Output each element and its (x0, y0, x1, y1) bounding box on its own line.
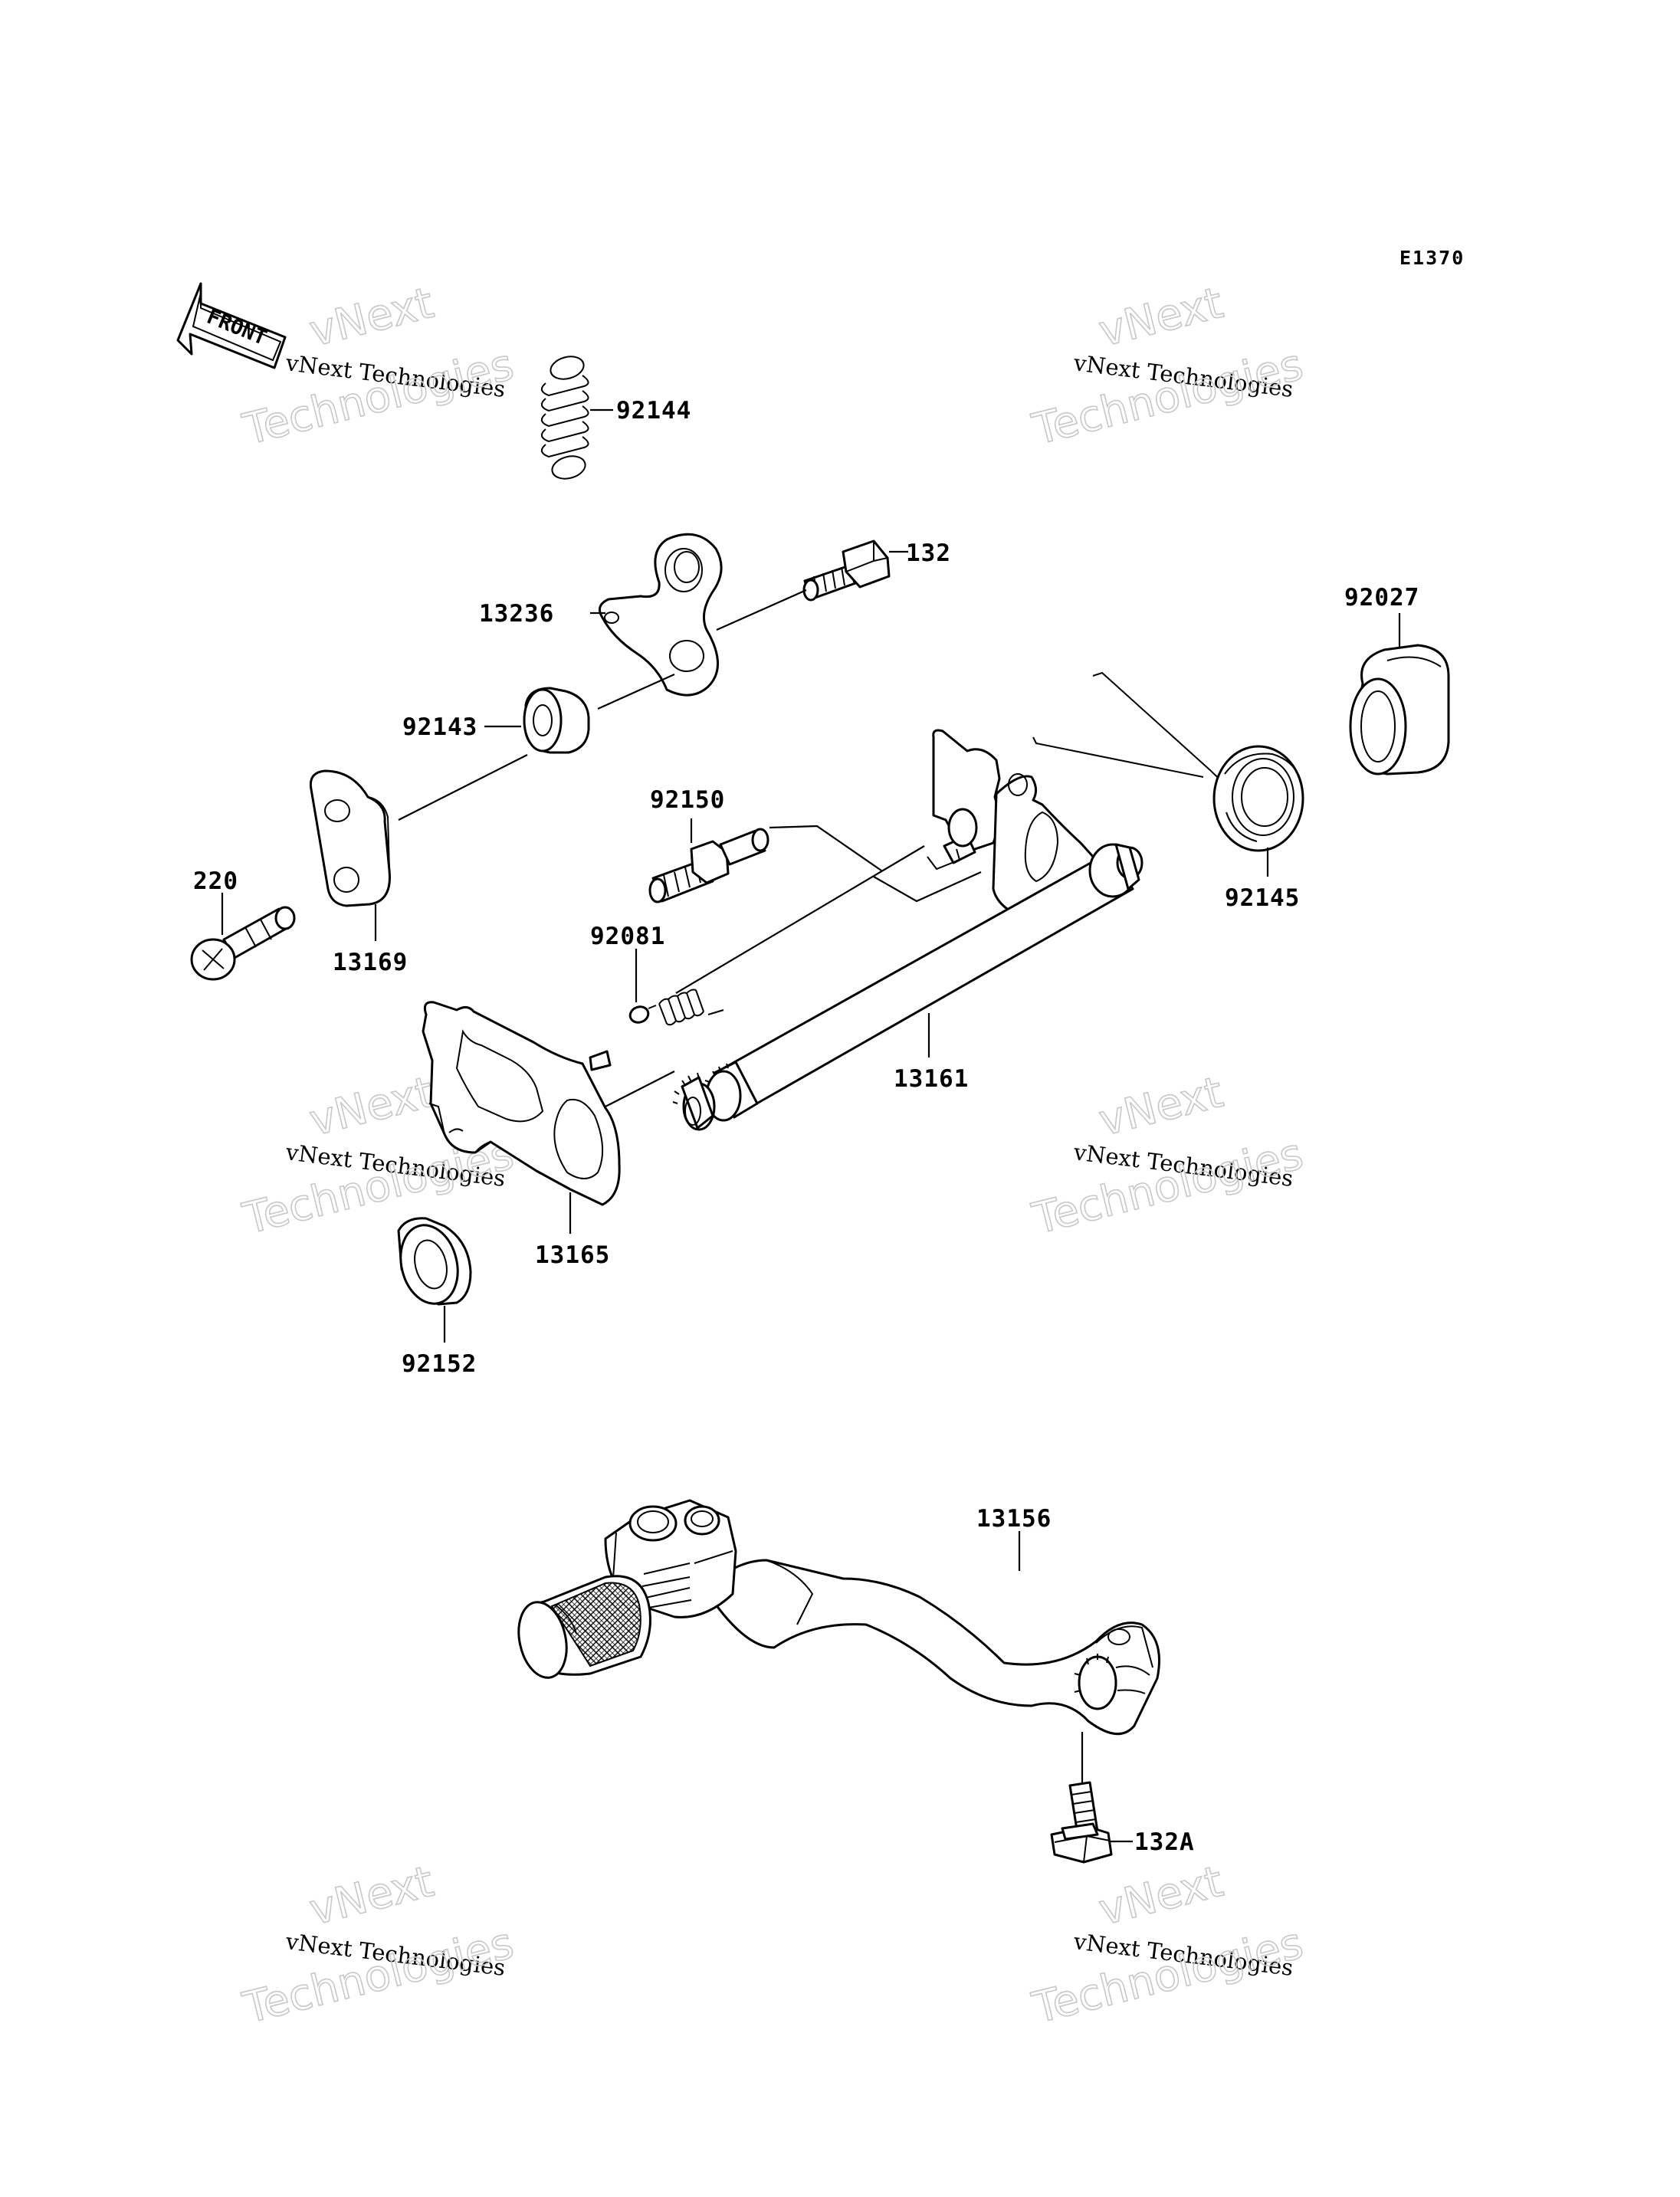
callout-92152: 92152 (402, 1350, 477, 1378)
watermark-line1: vNext (1094, 1067, 1228, 1146)
callout-13236: 13236 (479, 600, 554, 628)
diagram-code: E1370 (1399, 247, 1465, 269)
part-92150-pin (648, 828, 769, 903)
watermark-line1: vNext (1094, 278, 1228, 357)
watermark-bottom-left: vNext vNext Technologies Technologies (238, 1856, 519, 2034)
watermark-line1: vNext (1094, 1857, 1228, 1936)
callout-220: 220 (193, 867, 238, 895)
part-13161-shaft (672, 729, 1144, 1131)
watermark-line3: Technologies (1028, 1129, 1308, 1244)
callout-132: 132 (906, 539, 951, 567)
part-13169-plate (309, 769, 391, 907)
watermark-bottom-right: vNext vNext Technologies Technologies (1027, 1856, 1308, 2034)
part-220-screw (190, 906, 296, 981)
part-92144-spring (540, 356, 589, 480)
callout-132A: 132A (1134, 1828, 1195, 1856)
watermark-line3: Technologies (238, 1918, 519, 2033)
callout-13161: 13161 (894, 1065, 969, 1093)
callout-13169: 13169 (333, 949, 408, 976)
callout-92144: 92144 (616, 397, 691, 425)
watermark-mid-right: vNext vNext Technologies Technologies (1027, 1067, 1308, 1244)
watermark-line3: Technologies (1028, 1918, 1308, 2033)
front-arrow-icon: FRONT (176, 282, 287, 369)
callout-92081: 92081 (590, 923, 665, 950)
part-92152-washer (397, 1217, 472, 1306)
part-92027-bushing (1349, 644, 1450, 776)
part-13156-lever (517, 1499, 1160, 1736)
watermark-top-left: vNext vNext Technologies Technologies (238, 277, 519, 455)
watermark-line3: Technologies (238, 339, 519, 454)
callout-13165: 13165 (535, 1241, 610, 1269)
callout-13156: 13156 (976, 1505, 1052, 1533)
part-13236-plate (598, 533, 723, 697)
part-92143-collar (523, 687, 590, 754)
part-132A-bolt (1050, 1732, 1113, 1864)
callout-92150: 92150 (650, 786, 725, 814)
watermark-line1: vNext (305, 1067, 438, 1146)
callout-92027: 92027 (1344, 584, 1419, 612)
part-13165-plate (422, 1001, 621, 1206)
part-92081-spring (628, 989, 704, 1026)
callout-92145: 92145 (1225, 884, 1300, 912)
callout-92143: 92143 (402, 713, 477, 741)
watermark-line1: vNext (305, 278, 438, 357)
watermark-line1: vNext (305, 1857, 438, 1936)
watermark-top-right: vNext vNext Technologies Technologies (1027, 277, 1308, 455)
part-132-bolt (802, 539, 891, 602)
watermark-line3: Technologies (1028, 339, 1308, 454)
part-92145-spring (1032, 671, 1304, 852)
